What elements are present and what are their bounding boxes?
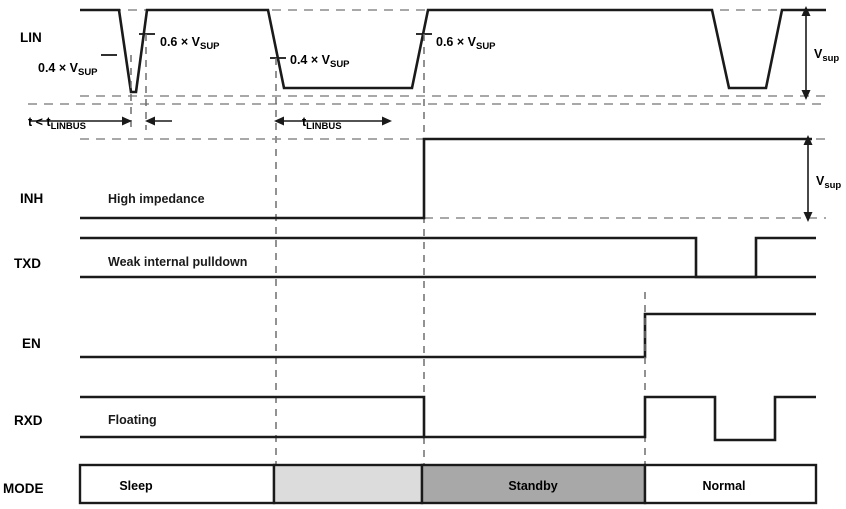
inh-row — [80, 135, 826, 222]
inh-waveform — [80, 137, 812, 220]
thr4-prefix: 0.6 — [436, 35, 457, 49]
vsup-lin-base: V — [814, 47, 823, 61]
inh-vsup-arrow-down — [803, 212, 813, 222]
signal-label-txd: TXD — [14, 256, 41, 271]
lin-vsup-arrow-down — [801, 90, 811, 100]
t-short-arrow-right — [122, 116, 132, 126]
thr1-mult: × — [59, 61, 70, 75]
timing-annotation-t-linbus: tLINBUS — [302, 115, 342, 132]
signal-label-rxd: RXD — [14, 413, 43, 428]
thr2-sub: SUP — [200, 41, 220, 52]
threshold-annotation-4: 0.6 × VSUP — [436, 35, 496, 52]
thr1-prefix: 0.4 — [38, 61, 59, 75]
tshort-base: t < t — [28, 115, 51, 129]
tshort-sub: LINBUS — [51, 121, 86, 132]
t-gap-arrow-left — [145, 116, 155, 126]
en-row — [80, 292, 816, 470]
signal-label-lin: LIN — [20, 30, 42, 45]
threshold-annotation-3: 0.4 × VSUP — [290, 53, 350, 70]
thr3-sub: SUP — [330, 59, 350, 70]
inh-vsup-arrow-up — [803, 135, 813, 145]
lin-row — [28, 6, 826, 470]
thr2-v: V — [192, 35, 201, 49]
mode-segment-transition — [272, 463, 424, 505]
mode-label-standby: Standby — [508, 479, 557, 493]
thr2-prefix: 0.6 — [160, 35, 181, 49]
amplitude-annotation-inh-vsup: Vsup — [816, 174, 841, 191]
vsup-inh-base: V — [816, 174, 825, 188]
thr3-mult: × — [311, 53, 322, 67]
thr4-v: V — [468, 35, 477, 49]
mode-segment-sleep — [78, 463, 276, 505]
lin-vsup-arrow-up — [801, 6, 811, 16]
en-waveform — [80, 312, 816, 359]
inh-state-label: High impedance — [108, 192, 205, 206]
signal-label-en: EN — [22, 336, 41, 351]
tlinbus-sub: LINBUS — [306, 121, 341, 132]
txd-row — [80, 236, 816, 279]
threshold-annotation-1: 0.4 × VSUP — [38, 61, 98, 78]
vsup-inh-sub: sup — [824, 180, 841, 191]
txd-state-label: Weak internal pulldown — [108, 255, 247, 269]
rxd-waveform-upper — [80, 395, 816, 442]
amplitude-annotation-lin-vsup: Vsup — [814, 47, 839, 64]
threshold-annotation-2: 0.6 × VSUP — [160, 35, 220, 52]
thr2-mult: × — [181, 35, 192, 49]
thr3-v: V — [322, 53, 331, 67]
mode-label-normal: Normal — [702, 479, 745, 493]
rxd-state-label: Floating — [108, 413, 157, 427]
thr1-v: V — [70, 61, 79, 75]
mode-label-sleep: Sleep — [119, 479, 153, 493]
vsup-lin-sub: sup — [822, 53, 839, 64]
mode-row — [78, 463, 818, 505]
tlinbus-base: t — [302, 115, 307, 129]
thr1-sub: SUP — [78, 67, 98, 78]
signal-label-inh: INH — [20, 191, 43, 206]
lin-waveform — [80, 8, 826, 94]
t-linbus-arrow-right — [382, 116, 392, 126]
t-linbus-arrow-left — [274, 116, 284, 126]
mode-segment-normal — [643, 463, 818, 505]
rxd-row — [80, 395, 816, 442]
signal-label-mode: MODE — [3, 481, 44, 496]
timing-annotation-t-short: t < tLINBUS — [28, 115, 86, 132]
thr4-sub: SUP — [476, 41, 496, 52]
thr4-mult: × — [457, 35, 468, 49]
thr3-prefix: 0.4 — [290, 53, 311, 67]
